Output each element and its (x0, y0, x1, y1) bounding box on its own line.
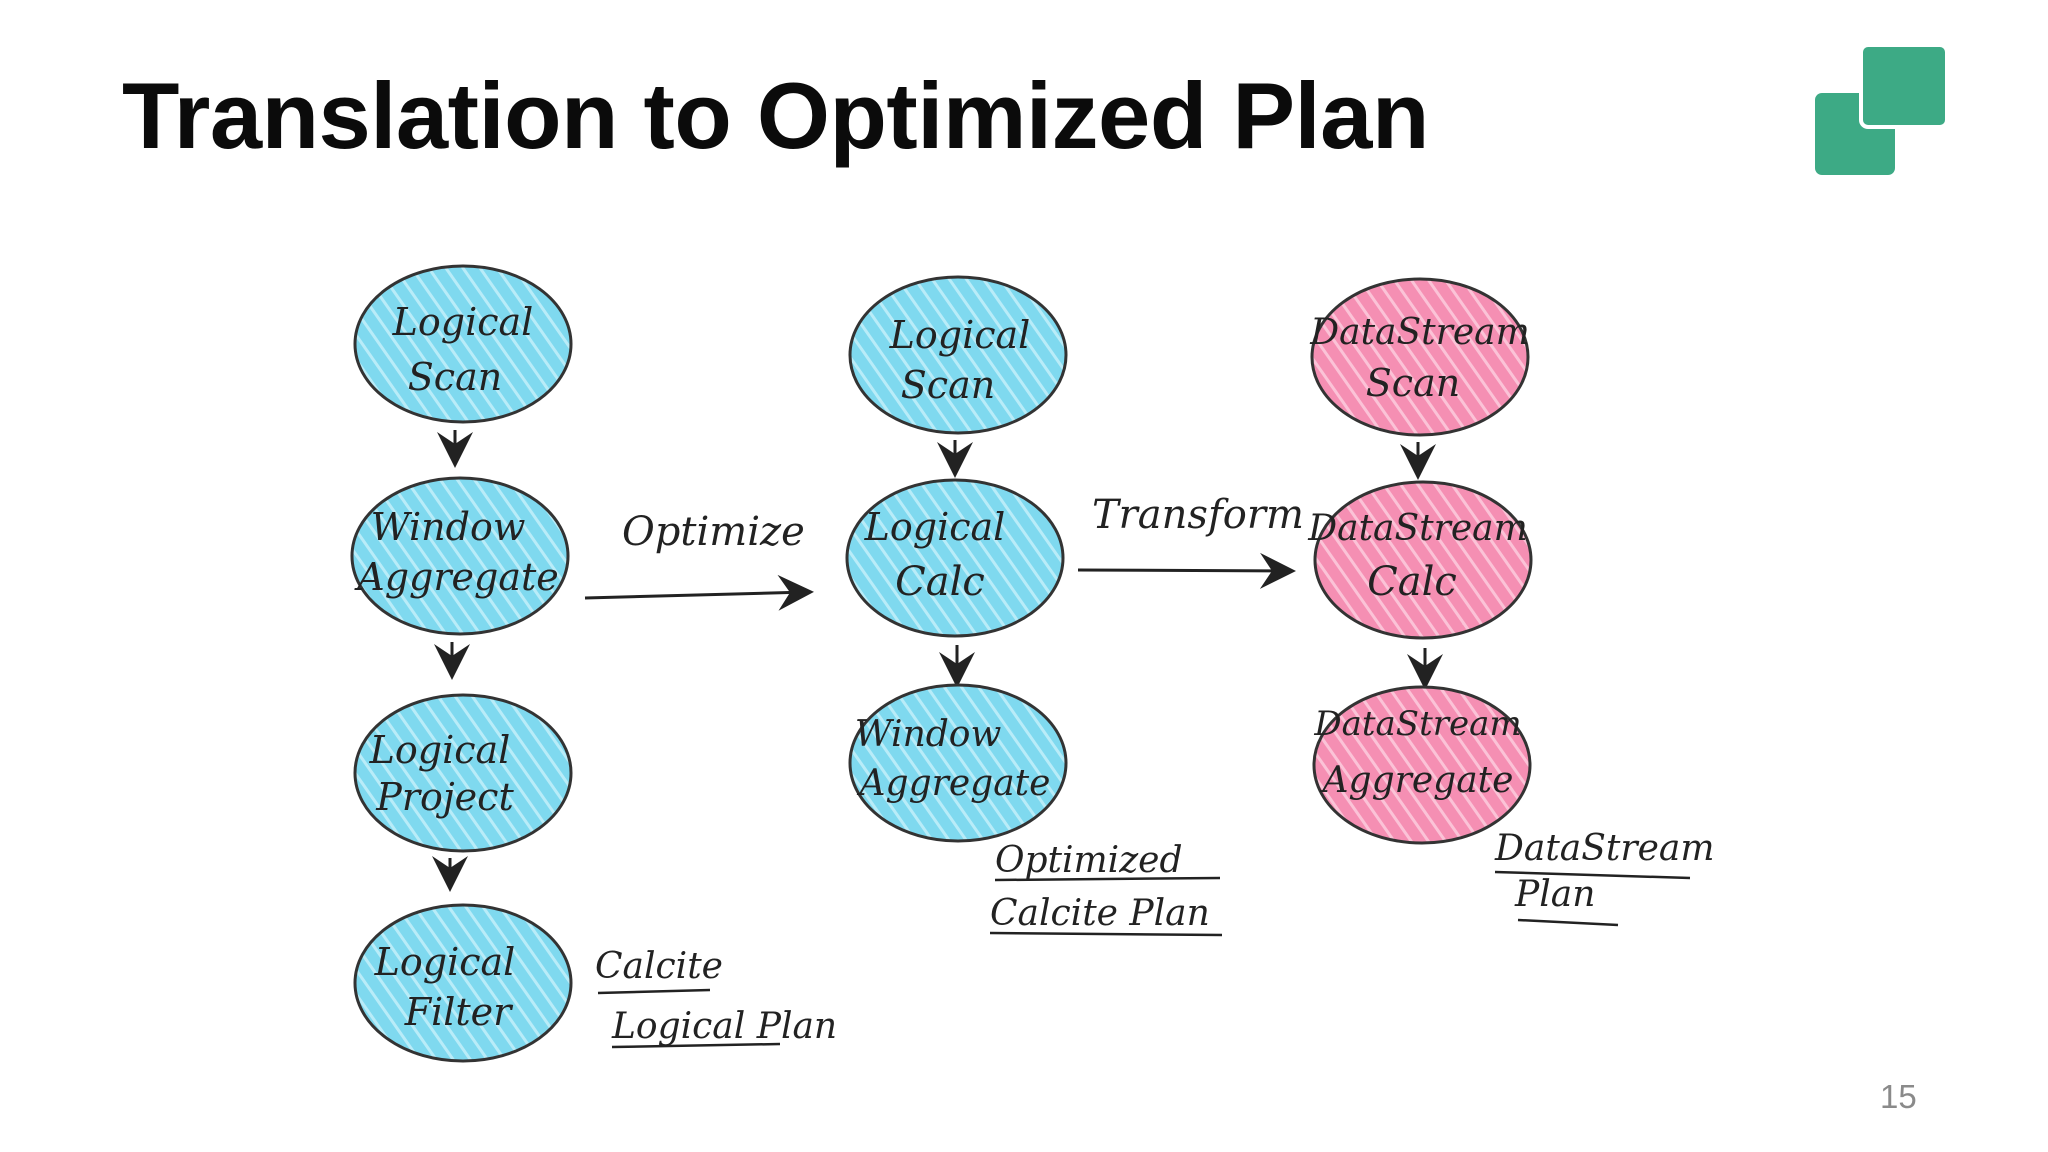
caption-line1: Optimized (995, 840, 1183, 881)
node-shape (848, 683, 1068, 843)
transition-label: Optimize (622, 509, 805, 555)
logo-square-front (1859, 45, 1947, 129)
node-shape (1312, 685, 1532, 845)
node-label-line1: Logical (889, 313, 1031, 357)
node-label-line2: Calc (1367, 559, 1457, 605)
node-logical-filter: Logical Filter (353, 903, 573, 1063)
node-label-line2: Aggregate (354, 555, 559, 599)
node-label-line2: Aggregate (857, 763, 1051, 804)
node-datastream-aggregate: DataStream Aggregate (1312, 685, 1532, 845)
node-label-line1: Logical (864, 505, 1006, 549)
node-label-line1: Logical (369, 728, 511, 772)
caption-underline (994, 876, 1221, 882)
caption-datastream-plan: DataStream Plan (1494, 828, 1715, 927)
node-window-aggregate-1: Window Aggregate (350, 476, 570, 636)
slide-title: Translation to Optimized Plan (122, 63, 1429, 168)
node-logical-calc: Logical Calc (845, 478, 1065, 638)
caption-underline (611, 1042, 781, 1049)
node-shape (845, 478, 1065, 638)
caption-underline (989, 931, 1223, 937)
node-window-aggregate-2: Window Aggregate (848, 683, 1068, 843)
node-label-line1: Logical (374, 940, 516, 984)
node-label-line2: Scan (901, 363, 995, 407)
node-label-line1: Window (855, 714, 1002, 755)
node-shape (353, 903, 573, 1063)
caption-underline (1494, 870, 1691, 880)
caption-line2: Plan (1514, 874, 1595, 915)
node-label-line1: Window (371, 505, 526, 549)
caption-underline (1517, 918, 1619, 927)
caption-line2: Calcite Plan (990, 893, 1210, 934)
caption-optimized-calcite-plan: Optimized Calcite Plan (989, 840, 1223, 937)
node-shape (353, 264, 573, 424)
node-label-line1: DataStream (1307, 508, 1528, 549)
node-label-line2: Project (375, 775, 514, 819)
caption-line1: Calcite (595, 946, 723, 987)
node-logical-scan-2: Logical Scan (848, 275, 1068, 435)
transition-transform: Transform (1077, 492, 1304, 589)
node-datastream-calc: DataStream Calc (1307, 480, 1533, 640)
caption-calcite-logical-plan: Calcite Logical Plan (595, 946, 837, 1049)
node-label-line1: DataStream (1309, 312, 1530, 353)
node-logical-scan-1: Logical Scan (353, 264, 573, 424)
transition-optimize: Optimize (584, 509, 814, 611)
node-label-line2: Filter (404, 990, 514, 1034)
node-label-line2: Aggregate (1320, 760, 1514, 801)
node-shape (848, 275, 1068, 435)
node-label-line2: Calc (895, 559, 985, 605)
caption-line1: DataStream (1494, 828, 1715, 869)
node-shape (350, 476, 570, 636)
brand-logo-icon (1815, 45, 1947, 175)
caption-underline (597, 988, 711, 995)
transition-label: Transform (1092, 492, 1304, 538)
node-logical-project: Logical Project (353, 693, 573, 853)
node-label-line2: Scan (408, 355, 502, 399)
node-shape (1313, 480, 1533, 640)
node-label-line2: Scan (1366, 361, 1460, 405)
node-label-line1: Logical (392, 300, 534, 344)
page-number: 15 (1880, 1078, 1917, 1115)
node-shape (353, 693, 573, 853)
node-datastream-scan: DataStream Scan (1309, 277, 1530, 437)
node-label-line1: DataStream (1313, 704, 1521, 744)
node-shape (1310, 277, 1530, 437)
transition-arrow (1077, 552, 1296, 589)
caption-line2: Logical Plan (611, 1006, 837, 1047)
transition-arrow (584, 574, 814, 611)
